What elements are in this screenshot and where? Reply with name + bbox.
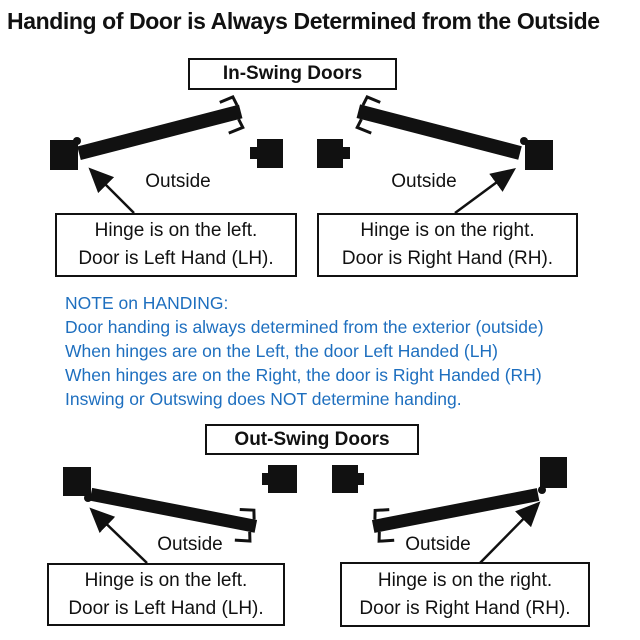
outswing-section-heading: Out-Swing Doors <box>205 424 419 455</box>
inswing-left-caption-box: Hinge is on the left. Door is Left Hand … <box>55 213 297 277</box>
latch-strike-icon <box>358 473 364 485</box>
caption-line: Hinge is on the left. <box>84 569 248 591</box>
caption-line: Door is Right Hand (RH). <box>341 248 554 269</box>
outswing-left-door: Outside <box>63 465 297 564</box>
door-slab-icon <box>371 488 540 543</box>
door-handle-icon <box>219 95 239 106</box>
inswing-section-heading: In-Swing Doors <box>188 58 397 90</box>
hinge-jamb-icon <box>540 457 567 488</box>
outside-label: Outside <box>391 171 456 192</box>
inswing-right-caption-box: Hinge is on the right. Door is Right Han… <box>317 213 578 277</box>
door-handle-icon <box>239 507 256 520</box>
outswing-doors-diagram: Outside Outside <box>63 457 567 564</box>
hinge-pointer-arrow <box>479 501 541 564</box>
hinge-pointer-arrow <box>454 168 517 215</box>
inswing-heading-label: In-Swing Doors <box>222 63 363 84</box>
hinge-pin-icon <box>73 137 81 145</box>
caption-line: Hinge is on the left. <box>94 220 258 241</box>
latch-jamb-icon <box>268 465 297 493</box>
outswing-right-caption-box: Hinge is on the right. Door is Right Han… <box>340 562 590 627</box>
outswing-heading-label: Out-Swing Doors <box>234 428 390 450</box>
inswing-left-door: Outside <box>50 95 283 214</box>
outside-label: Outside <box>157 534 222 555</box>
door-handle-icon <box>361 95 381 106</box>
caption-line: Hinge is on the right. <box>360 220 535 241</box>
caption-line: Door is Left Hand (LH). <box>68 597 264 619</box>
inswing-right-door: Outside <box>317 95 553 215</box>
caption-line: Door is Left Hand (LH). <box>78 248 274 269</box>
note-line: When hinges are on the Right, the door i… <box>65 365 542 385</box>
outswing-right-door: Outside <box>332 457 567 564</box>
outside-label: Outside <box>145 171 210 192</box>
latch-jamb-icon <box>317 139 343 168</box>
door-slab-icon <box>355 95 522 160</box>
note-line: When hinges are on the Left, the door Le… <box>65 341 498 361</box>
hinge-pointer-arrow <box>89 507 148 564</box>
hinge-pin-icon <box>520 137 528 145</box>
note-line: Door handing is always determined from t… <box>65 317 544 337</box>
hinge-jamb-icon <box>63 467 91 496</box>
door-handle-icon <box>355 118 372 135</box>
latch-strike-icon <box>343 147 350 159</box>
door-handle-icon <box>373 508 390 520</box>
latch-strike-icon <box>250 147 257 159</box>
door-handle-icon <box>234 531 252 543</box>
caption-line: Hinge is on the right. <box>377 569 553 591</box>
page-title: Handing of Door is Always Determined fro… <box>7 8 600 34</box>
door-handle-icon <box>228 118 245 135</box>
note-line: NOTE on HANDING: <box>65 293 229 313</box>
latch-jamb-icon <box>257 139 283 168</box>
hinge-jamb-icon <box>525 140 553 170</box>
handing-note: NOTE on HANDING: Door handing is always … <box>65 291 544 411</box>
outswing-left-caption-box: Hinge is on the left. Door is Left Hand … <box>47 563 285 626</box>
door-handle-icon <box>377 531 395 543</box>
door-slab-icon <box>89 487 258 543</box>
hinge-pin-icon <box>538 486 546 494</box>
latch-strike-icon <box>262 473 268 485</box>
latch-jamb-icon <box>332 465 358 493</box>
note-line: Inswing or Outswing does NOT determine h… <box>65 389 462 409</box>
hinge-jamb-icon <box>50 140 78 170</box>
inswing-doors-diagram: Outside Outside <box>50 95 553 215</box>
hinge-pointer-arrow <box>88 167 135 214</box>
caption-line: Door is Right Hand (RH). <box>359 597 571 619</box>
outside-label: Outside <box>405 534 470 555</box>
door-slab-icon <box>77 95 245 161</box>
